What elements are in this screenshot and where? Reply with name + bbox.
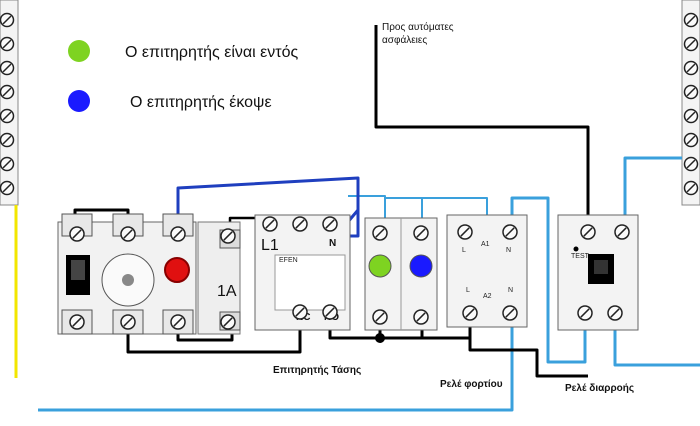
legend: Ο επιτηρητής είναι εντός Ο επιτηρητής έκ… [68,40,299,112]
terminal-screw [502,224,518,240]
monitor-l1: L1 [261,237,279,254]
relay-n-top: N [506,247,511,254]
terminal-screw [322,304,338,320]
terminal-screw [607,305,623,321]
terminal-screws [69,216,630,330]
terminal-screw [502,305,518,321]
terminal-screw [220,228,236,244]
right-strip-screw [683,60,699,76]
right-terminal-strip [681,0,700,206]
indicator-green [368,254,392,278]
right-strip-screw [683,108,699,124]
left-strip-screw [0,180,15,196]
left-terminal-strip [0,0,19,206]
terminal-screw [413,309,429,325]
terminal-screw [580,224,596,240]
terminal-screw [170,226,186,242]
relay-l-bottom: L [466,287,470,294]
relay-l-top: L [462,247,466,254]
terminal-screw [413,225,429,241]
terminal-screw [220,314,236,330]
right-strip-screw [683,132,699,148]
legend-on-text: Ο επιτηρητής είναι εντός [125,44,299,61]
left-strip-screw [0,156,15,172]
monitor-brand: EFEN [279,257,298,264]
terminal-screw [457,224,473,240]
right-strip-screw [683,12,699,28]
legend-tripped-text: Ο επιτηρητής έκοψε [130,94,272,111]
right-strip-screw [683,84,699,100]
label-voltage-monitor: Επιτηρητής Τάσης [273,365,361,376]
terminal-screw [69,314,85,330]
terminal-screw [292,304,308,320]
fuse-rating: 1A [217,283,237,300]
left-strip-screw [0,12,15,28]
terminal-screw [372,225,388,241]
terminal-screw [462,305,478,321]
terminal-screw [372,309,388,325]
relay-a2: A2 [483,293,492,300]
terminal-screw [120,226,136,242]
terminal-screw [292,216,308,232]
terminal-screw [577,305,593,321]
terminal-screw [262,216,278,232]
terminal-screw [69,226,85,242]
terminal-screw [614,224,630,240]
relay-a1: A1 [481,241,490,248]
legend-on-dot [68,40,90,62]
indicator-blue [409,254,433,278]
left-strip-screw [0,36,15,52]
left-strip-screw [0,60,15,76]
right-strip-screw [683,156,699,172]
terminal-screw [170,314,186,330]
left-strip-screw [0,108,15,124]
label-to-breakers: Προς αυτόματες ασφάλειες [382,21,456,46]
voltage-monitor: L1 N EFEN NC NO [254,214,351,331]
rcd-test: TEST [571,253,590,260]
left-strip-screw [0,84,15,100]
relay-n-bottom: N [508,287,513,294]
label-load-relay: Ρελέ φορτίου [440,379,503,390]
left-strip-screw [0,132,15,148]
right-strip-screw [683,36,699,52]
label-leakage-relay: Ρελέ διαρροής [565,383,634,394]
terminal-screw [120,314,136,330]
monitor-n: N [329,238,336,249]
terminal-screw [322,216,338,232]
breaker-red-indicator [164,257,190,283]
right-strip-screw [683,180,699,196]
legend-tripped-dot [68,90,90,112]
